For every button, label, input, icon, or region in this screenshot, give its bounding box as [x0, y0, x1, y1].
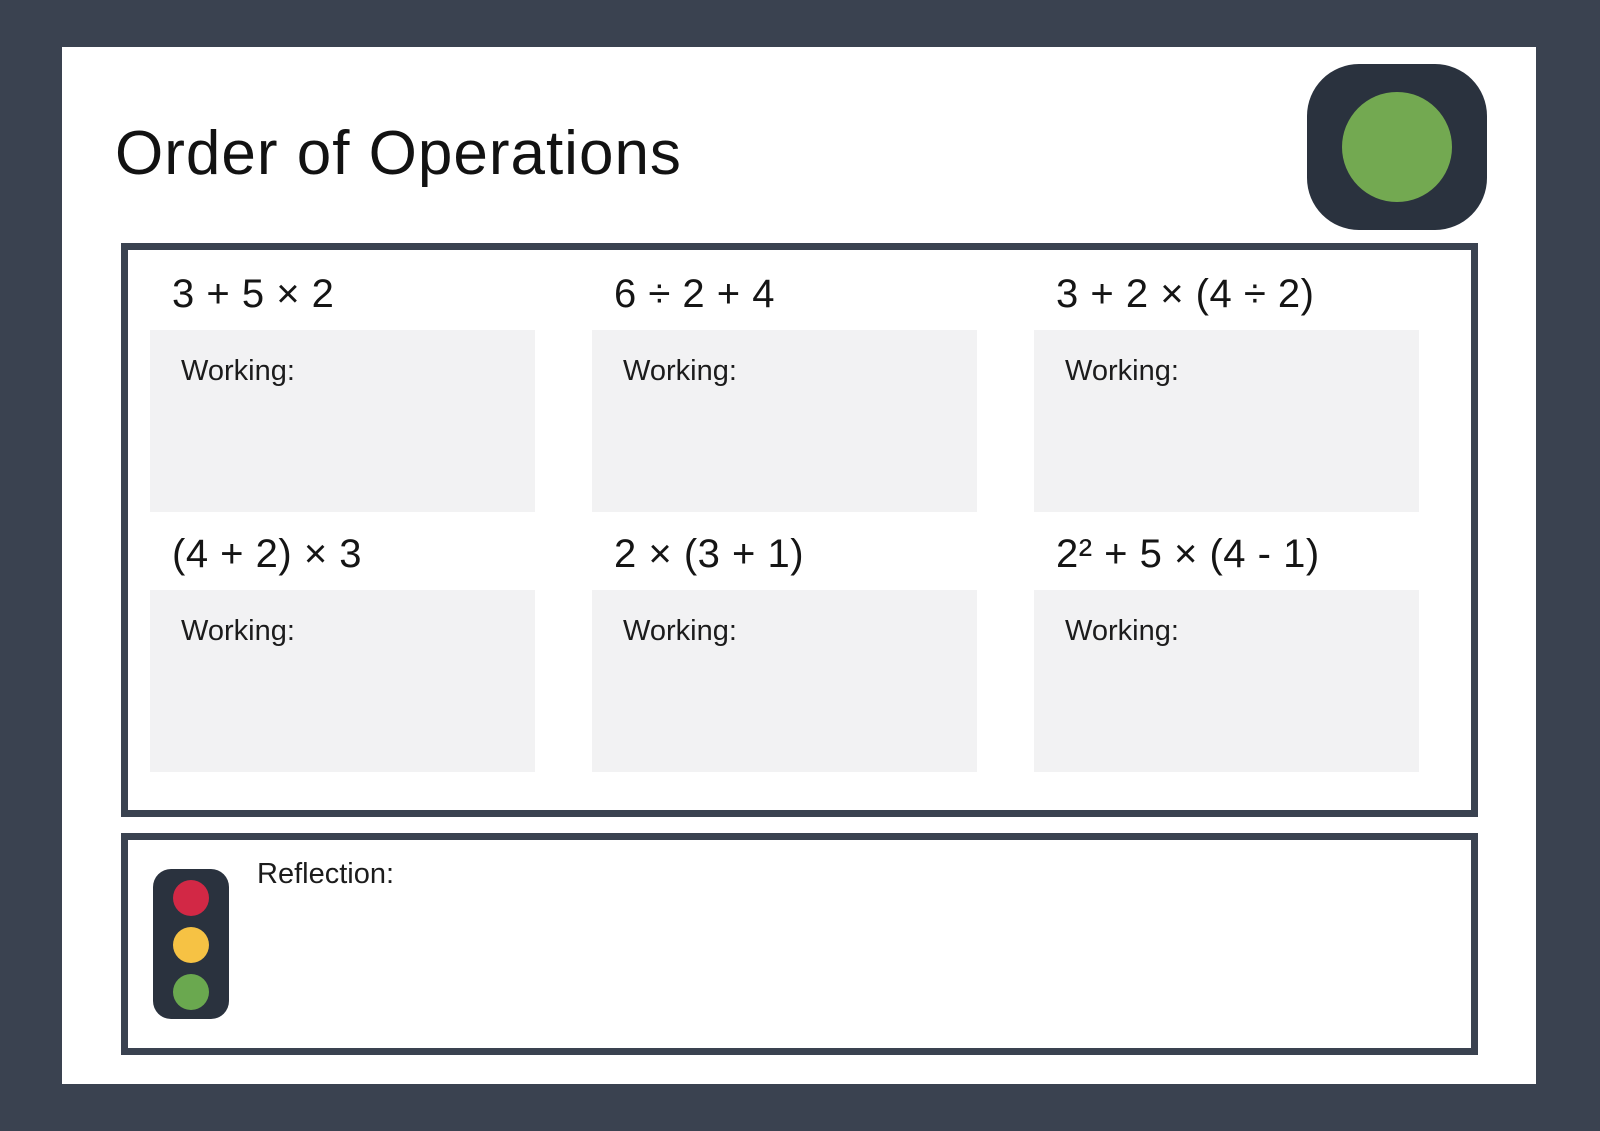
working-area[interactable]: Working: [1034, 590, 1419, 772]
working-label: Working: [1065, 355, 1179, 387]
working-area[interactable]: Working: [150, 330, 535, 512]
working-area[interactable]: Working: [150, 590, 535, 772]
working-area[interactable]: Working: [592, 330, 977, 512]
working-label: Working: [623, 615, 737, 647]
problem-expression: 6 ÷ 2 + 4 [614, 272, 776, 316]
green-circle-badge-icon [1307, 64, 1487, 230]
problem-expression: 2² + 5 × (4 - 1) [1056, 532, 1320, 576]
worksheet-card: Order of Operations 3 + 5 × 2 Working: 6… [62, 47, 1536, 1084]
working-label: Working: [181, 615, 295, 647]
problem-expression: 3 + 5 × 2 [172, 272, 335, 316]
working-label: Working: [181, 355, 295, 387]
red-light-icon [173, 880, 209, 916]
page-title: Order of Operations [115, 119, 682, 188]
problem-cell: 3 + 2 × (4 ÷ 2) Working: [1034, 272, 1419, 512]
problem-cell: (4 + 2) × 3 Working: [150, 532, 535, 772]
problem-cell: 6 ÷ 2 + 4 Working: [592, 272, 977, 512]
green-light-icon [173, 974, 209, 1010]
working-label: Working: [1065, 615, 1179, 647]
problem-cell: 3 + 5 × 2 Working: [150, 272, 535, 512]
reflection-panel[interactable]: Reflection: [121, 833, 1478, 1055]
working-area[interactable]: Working: [592, 590, 977, 772]
problems-panel: 3 + 5 × 2 Working: 6 ÷ 2 + 4 Working: 3 … [121, 243, 1478, 817]
reflection-label: Reflection: [257, 858, 395, 890]
green-dot-icon [1342, 92, 1452, 202]
problem-expression: (4 + 2) × 3 [172, 532, 363, 576]
problem-cell: 2 × (3 + 1) Working: [592, 532, 977, 772]
problem-cell: 2² + 5 × (4 - 1) Working: [1034, 532, 1419, 772]
traffic-light-icon [153, 869, 229, 1019]
working-area[interactable]: Working: [1034, 330, 1419, 512]
problem-expression: 3 + 2 × (4 ÷ 2) [1056, 272, 1315, 316]
working-label: Working: [623, 355, 737, 387]
yellow-light-icon [173, 927, 209, 963]
problem-expression: 2 × (3 + 1) [614, 532, 805, 576]
